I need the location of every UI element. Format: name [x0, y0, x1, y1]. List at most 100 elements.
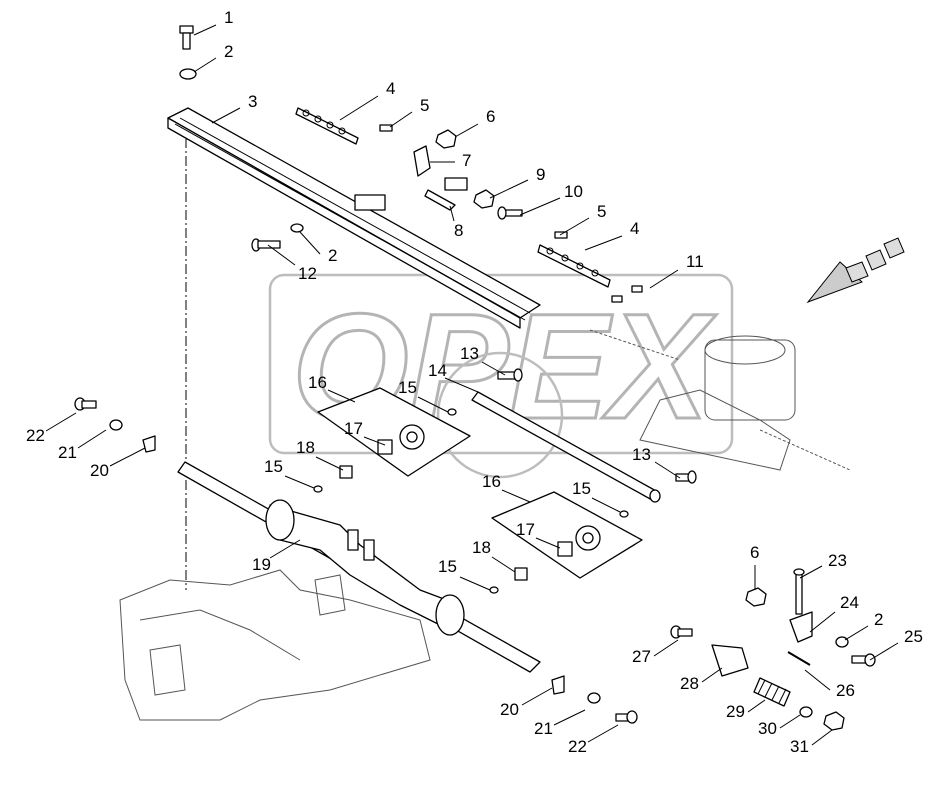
pin-part-26	[787, 651, 811, 666]
leader-line-c13b	[654, 461, 681, 479]
leader-line-c5b	[559, 217, 590, 236]
leader-line-c13a	[481, 361, 506, 376]
ghost-chassis	[119, 569, 431, 721]
leader-line-c15c	[591, 497, 621, 513]
callout-label-c25: 25	[904, 627, 923, 646]
nut-part-6-upper	[435, 129, 457, 149]
leader-line-c31	[811, 729, 833, 746]
callout-label-c12: 12	[298, 264, 317, 283]
leader-line-c8	[449, 205, 455, 222]
callout-label-c16a: 16	[308, 373, 327, 392]
leader-line-c18a	[315, 456, 344, 471]
leader-line-c30	[779, 714, 801, 729]
washer-part-21-left	[109, 419, 123, 431]
leader-line-c4b	[584, 235, 623, 251]
washer-part-15-a	[447, 408, 457, 416]
spacer-part-18-lower	[514, 567, 528, 581]
callout-label-c7: 7	[462, 151, 471, 170]
spacer-part-18-upper	[339, 465, 353, 479]
callout-label-c31: 31	[790, 737, 809, 756]
callout-label-c21b: 21	[534, 719, 553, 738]
callout-label-c2a: 2	[224, 42, 233, 61]
washer-part-2	[179, 68, 197, 80]
callout-label-c4a: 4	[386, 79, 395, 98]
leader-line-c15a	[417, 396, 449, 413]
nut-part-31	[823, 711, 845, 731]
callout-label-c1: 1	[224, 8, 233, 27]
callout-label-c6a: 6	[486, 107, 495, 126]
bolt-part-22-left	[74, 397, 97, 411]
leader-line-c14	[444, 377, 479, 393]
callout-label-c14: 14	[428, 361, 447, 380]
callout-label-c13b: 13	[632, 445, 651, 464]
leader-line-c11	[649, 269, 679, 289]
leader-line-c6a	[454, 123, 479, 138]
callout-label-c15d: 15	[438, 557, 457, 576]
callout-label-c13a: 13	[460, 344, 479, 363]
leader-line-c23	[799, 565, 823, 579]
leader-line-c19	[269, 539, 301, 559]
tensioner-part-8	[424, 177, 468, 211]
leader-line-c16a	[327, 389, 356, 403]
leader-line-c2c	[844, 625, 869, 641]
washer-part-15-c	[619, 510, 629, 518]
callout-label-c18b: 18	[472, 538, 491, 557]
leader-line-c10	[519, 197, 561, 216]
leader-line-c2a	[193, 57, 217, 73]
leader-line-c20b	[521, 687, 553, 706]
clip-part-20-right	[551, 675, 565, 695]
ghost-gearbox	[589, 329, 851, 471]
callout-label-c20b: 20	[500, 700, 519, 719]
callout-label-c5b: 5	[597, 202, 606, 221]
callout-label-c5a: 5	[420, 96, 429, 115]
callout-label-c26: 26	[836, 681, 855, 700]
connector-part-5-upper	[379, 124, 393, 132]
rail-part-3	[167, 107, 541, 329]
leader-line-c4a	[339, 95, 379, 121]
leader-line-c15b	[284, 475, 315, 489]
watermark-gear	[436, 351, 564, 479]
callout-label-c22a: 22	[26, 426, 45, 445]
washer-part-15-d	[489, 586, 499, 594]
callout-label-c28: 28	[680, 674, 699, 693]
bolt-part-12	[251, 238, 281, 252]
leader-line-c3	[211, 107, 241, 124]
bracket-part-7	[413, 145, 431, 177]
sprocket-assembly-part-16-lower	[491, 491, 643, 579]
tube-part-19	[177, 461, 541, 673]
leader-line-c17a	[363, 436, 386, 446]
callout-label-c9: 9	[536, 165, 545, 184]
bolt-part-13-lower	[675, 470, 697, 484]
leader-line-c22b	[587, 724, 619, 743]
chain-part-4-lower	[537, 244, 611, 288]
callout-label-c15b: 15	[264, 457, 283, 476]
link-part-11	[611, 285, 643, 303]
callout-label-c22b: 22	[568, 737, 587, 756]
callout-label-c23: 23	[828, 551, 847, 570]
watermark-frame	[268, 273, 734, 455]
washer-part-2-lower	[835, 636, 849, 648]
leader-line-c28	[701, 667, 723, 683]
spring-part-29	[753, 677, 791, 707]
nut-part-6-lower	[745, 587, 767, 607]
callout-label-c27: 27	[632, 647, 651, 666]
callout-label-c19: 19	[252, 555, 271, 574]
callout-label-c15c: 15	[572, 479, 591, 498]
callout-label-c29: 29	[726, 702, 745, 721]
callout-label-c2b: 2	[328, 246, 337, 265]
shaft-part-14	[471, 391, 661, 503]
callout-label-c17a: 17	[344, 419, 363, 438]
callout-label-c16b: 16	[482, 472, 501, 491]
bolt-part-25	[851, 653, 876, 667]
leader-line-c26	[804, 669, 831, 691]
washer-part-2-mid	[290, 223, 304, 233]
leader-line-c27	[653, 639, 679, 657]
callout-label-c3: 3	[248, 92, 257, 111]
leader-line-c5a	[389, 111, 413, 128]
leader-line-c17b	[535, 537, 561, 549]
leader-line-c24	[809, 611, 836, 633]
callout-label-c30: 30	[758, 719, 777, 738]
connector-part-5-lower	[554, 231, 568, 239]
callout-label-c21a: 21	[58, 443, 77, 462]
